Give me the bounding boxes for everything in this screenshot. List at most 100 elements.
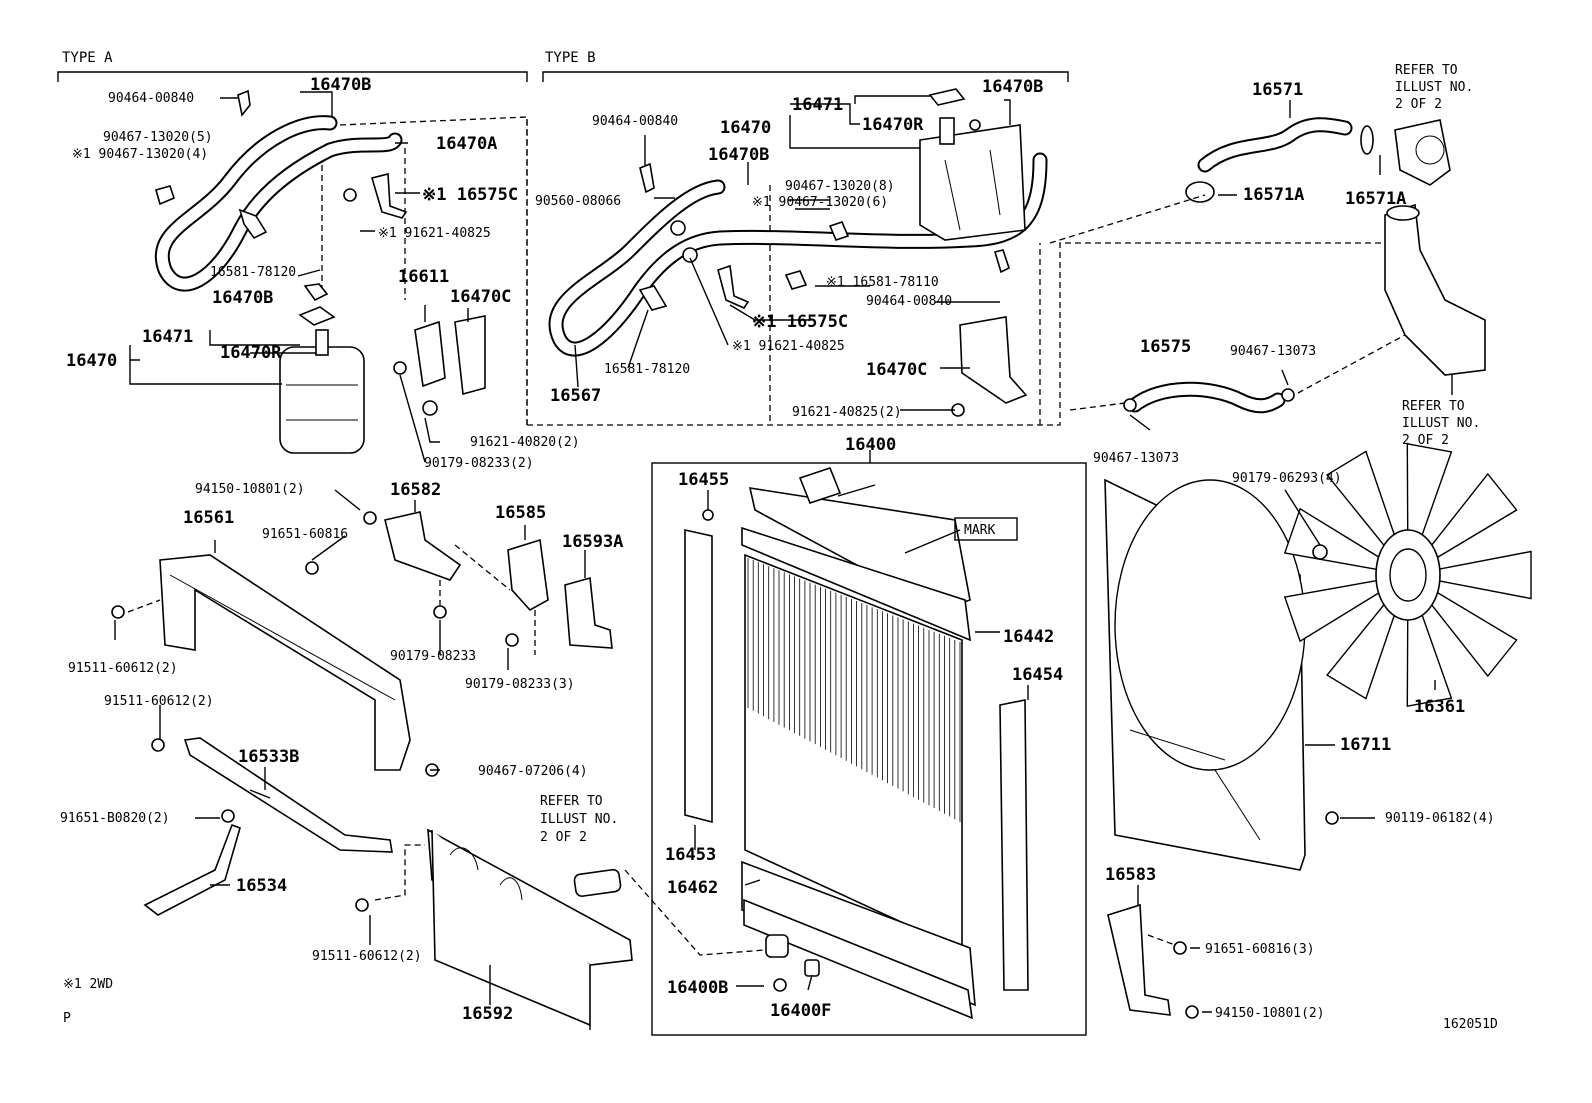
- label-r-16361: 16361: [1414, 697, 1465, 717]
- label-l-16582: 16582: [390, 480, 441, 500]
- label-c-16400f: 16400F: [770, 1001, 831, 1021]
- label-r-90467-13073-b: 90467-13073: [1093, 451, 1179, 466]
- label-b-16470c: 16470C: [866, 360, 927, 380]
- fan-shroud: [1104, 442, 1532, 871]
- label-r-91651-60816-3: 91651-60816(3): [1205, 942, 1315, 957]
- label-l-91511-60612-c: 91511-60612(2): [312, 949, 422, 964]
- label-c-16453: 16453: [665, 845, 716, 865]
- radiator-assembly: [651, 450, 1087, 1036]
- label-r-refer-1c: 2 OF 2: [1395, 97, 1442, 112]
- label-a-16575c: ※1 16575C: [422, 185, 518, 205]
- label-b-90464-00840: 90464-00840: [592, 114, 678, 129]
- label-b-91621-40825-2: 91621-40825(2): [792, 405, 902, 420]
- label-b-16575c: ※1 16575C: [752, 312, 848, 332]
- upper-right-hoses: [1049, 100, 1486, 431]
- label-a-91621-40825: ※1 91621-40825: [378, 226, 491, 241]
- label-b-16581-78120: 16581-78120: [604, 362, 690, 377]
- label-l-16533b: 16533B: [238, 747, 299, 767]
- lower-left-supports: [111, 489, 766, 1030]
- radiator-box: [651, 462, 1087, 1036]
- label-c-16454: 16454: [1012, 665, 1063, 685]
- label-a-16470: 16470: [66, 351, 117, 371]
- bracket-16583: [1107, 885, 1212, 1019]
- mark-box: [954, 517, 1018, 541]
- label-l-refer-3c: 2 OF 2: [540, 830, 587, 845]
- footer-p: P: [63, 1011, 71, 1026]
- label-a-90464-00840: 90464-00840: [108, 91, 194, 106]
- label-a-16471: 16471: [142, 327, 193, 347]
- label-l-94150-10801: 94150-10801(2): [195, 482, 305, 497]
- label-a-16581-78120: 16581-78120: [210, 265, 296, 280]
- label-b-16567: 16567: [550, 386, 601, 406]
- footnote-2wd: ※1 2WD: [63, 977, 113, 992]
- type-a-header: TYPE A: [62, 50, 113, 66]
- type-b-bracket: [542, 71, 1069, 82]
- label-r-90119-06182: 90119-06182(4): [1385, 811, 1495, 826]
- label-r-16571: 16571: [1252, 80, 1303, 100]
- label-a-90179-08233: 90179-08233(2): [424, 456, 534, 471]
- label-l-91651-b0820: 91651-B0820(2): [60, 811, 170, 826]
- label-b-90467-13020-8: 90467-13020(8): [785, 179, 895, 194]
- type-b-group: [526, 88, 1408, 426]
- type-a-group: [129, 89, 528, 463]
- label-r-refer-2c: 2 OF 2: [1402, 433, 1449, 448]
- label-r-refer-1b: ILLUST NO.: [1395, 80, 1473, 95]
- label-a-16470a: 16470A: [436, 134, 497, 154]
- label-r-refer-1: REFER TO: [1395, 63, 1458, 78]
- label-r-refer-2b: ILLUST NO.: [1402, 416, 1480, 431]
- label-l-91511-60612-a: 91511-60612(2): [68, 661, 178, 676]
- reservoir-tank-b: [919, 88, 1026, 241]
- label-b-16470: 16470: [720, 118, 771, 138]
- label-l-refer-3b: ILLUST NO.: [540, 812, 618, 827]
- label-c-16400: 16400: [845, 435, 896, 455]
- label-b-91621-40825: ※1 91621-40825: [732, 339, 845, 354]
- label-r-90179-06293: 90179-06293(4): [1232, 471, 1342, 486]
- label-l-91511-60612-b: 91511-60612(2): [104, 694, 214, 709]
- drawing-number: 162051D: [1443, 1017, 1498, 1032]
- label-l-91651-60816: 91651-60816: [262, 527, 348, 542]
- label-b-90464-00840-2: 90464-00840: [866, 294, 952, 309]
- label-l-16561: 16561: [183, 508, 234, 528]
- label-r-90467-13073-a: 90467-13073: [1230, 344, 1316, 359]
- label-r-16571a-2: 16571A: [1345, 189, 1406, 209]
- label-a-91621-40820: 91621-40820(2): [470, 435, 580, 450]
- label-c-16442: 16442: [1003, 627, 1054, 647]
- fan-blades: [1283, 442, 1532, 708]
- label-r-94150-10801-2: 94150-10801(2): [1215, 1006, 1325, 1021]
- label-r-16575: 16575: [1140, 337, 1191, 357]
- label-r-16571a-1: 16571A: [1243, 185, 1304, 205]
- label-l-16585: 16585: [495, 503, 546, 523]
- label-a-90467-13020-4: ※1 90467-13020(4): [72, 147, 208, 162]
- label-c-16455: 16455: [678, 470, 729, 490]
- reservoir-tank-a: [279, 306, 365, 454]
- label-b-16581-78110: ※1 16581-78110: [826, 275, 939, 290]
- type-b-header: TYPE B: [545, 50, 596, 66]
- type-a-bracket: [57, 71, 528, 82]
- label-a-16470c: 16470C: [450, 287, 511, 307]
- label-b-16470r: 16470R: [862, 115, 924, 135]
- label-c-16462: 16462: [667, 878, 718, 898]
- label-l-90179-08233-b: 90179-08233(3): [465, 677, 575, 692]
- label-r-refer-2: REFER TO: [1402, 399, 1465, 414]
- label-a-16470b-mid: 16470B: [212, 288, 273, 308]
- label-b-90560-08066: 90560-08066: [535, 194, 621, 209]
- label-l-refer-3: REFER TO: [540, 794, 603, 809]
- label-l-16592: 16592: [462, 1004, 513, 1024]
- label-l-90467-07206: 90467-07206(4): [478, 764, 588, 779]
- label-a-16611: 16611: [398, 267, 449, 287]
- label-c-mark: MARK: [964, 523, 995, 538]
- label-l-16593a: 16593A: [562, 532, 623, 552]
- label-b-90467-13020-6: ※1 90467-13020(6): [752, 195, 888, 210]
- label-c-16400b: 16400B: [667, 978, 728, 998]
- label-b-16470b-top: 16470B: [982, 77, 1043, 97]
- label-a-16470r: 16470R: [220, 343, 282, 363]
- label-b-16470b-mid: 16470B: [708, 145, 769, 165]
- label-l-90179-08233-a: 90179-08233: [390, 649, 476, 664]
- label-a-16470b-top: 16470B: [310, 75, 371, 95]
- label-r-16711: 16711: [1340, 735, 1391, 755]
- label-l-16534: 16534: [236, 876, 287, 896]
- label-b-16471: 16471: [792, 95, 843, 115]
- label-r-16583: 16583: [1105, 865, 1156, 885]
